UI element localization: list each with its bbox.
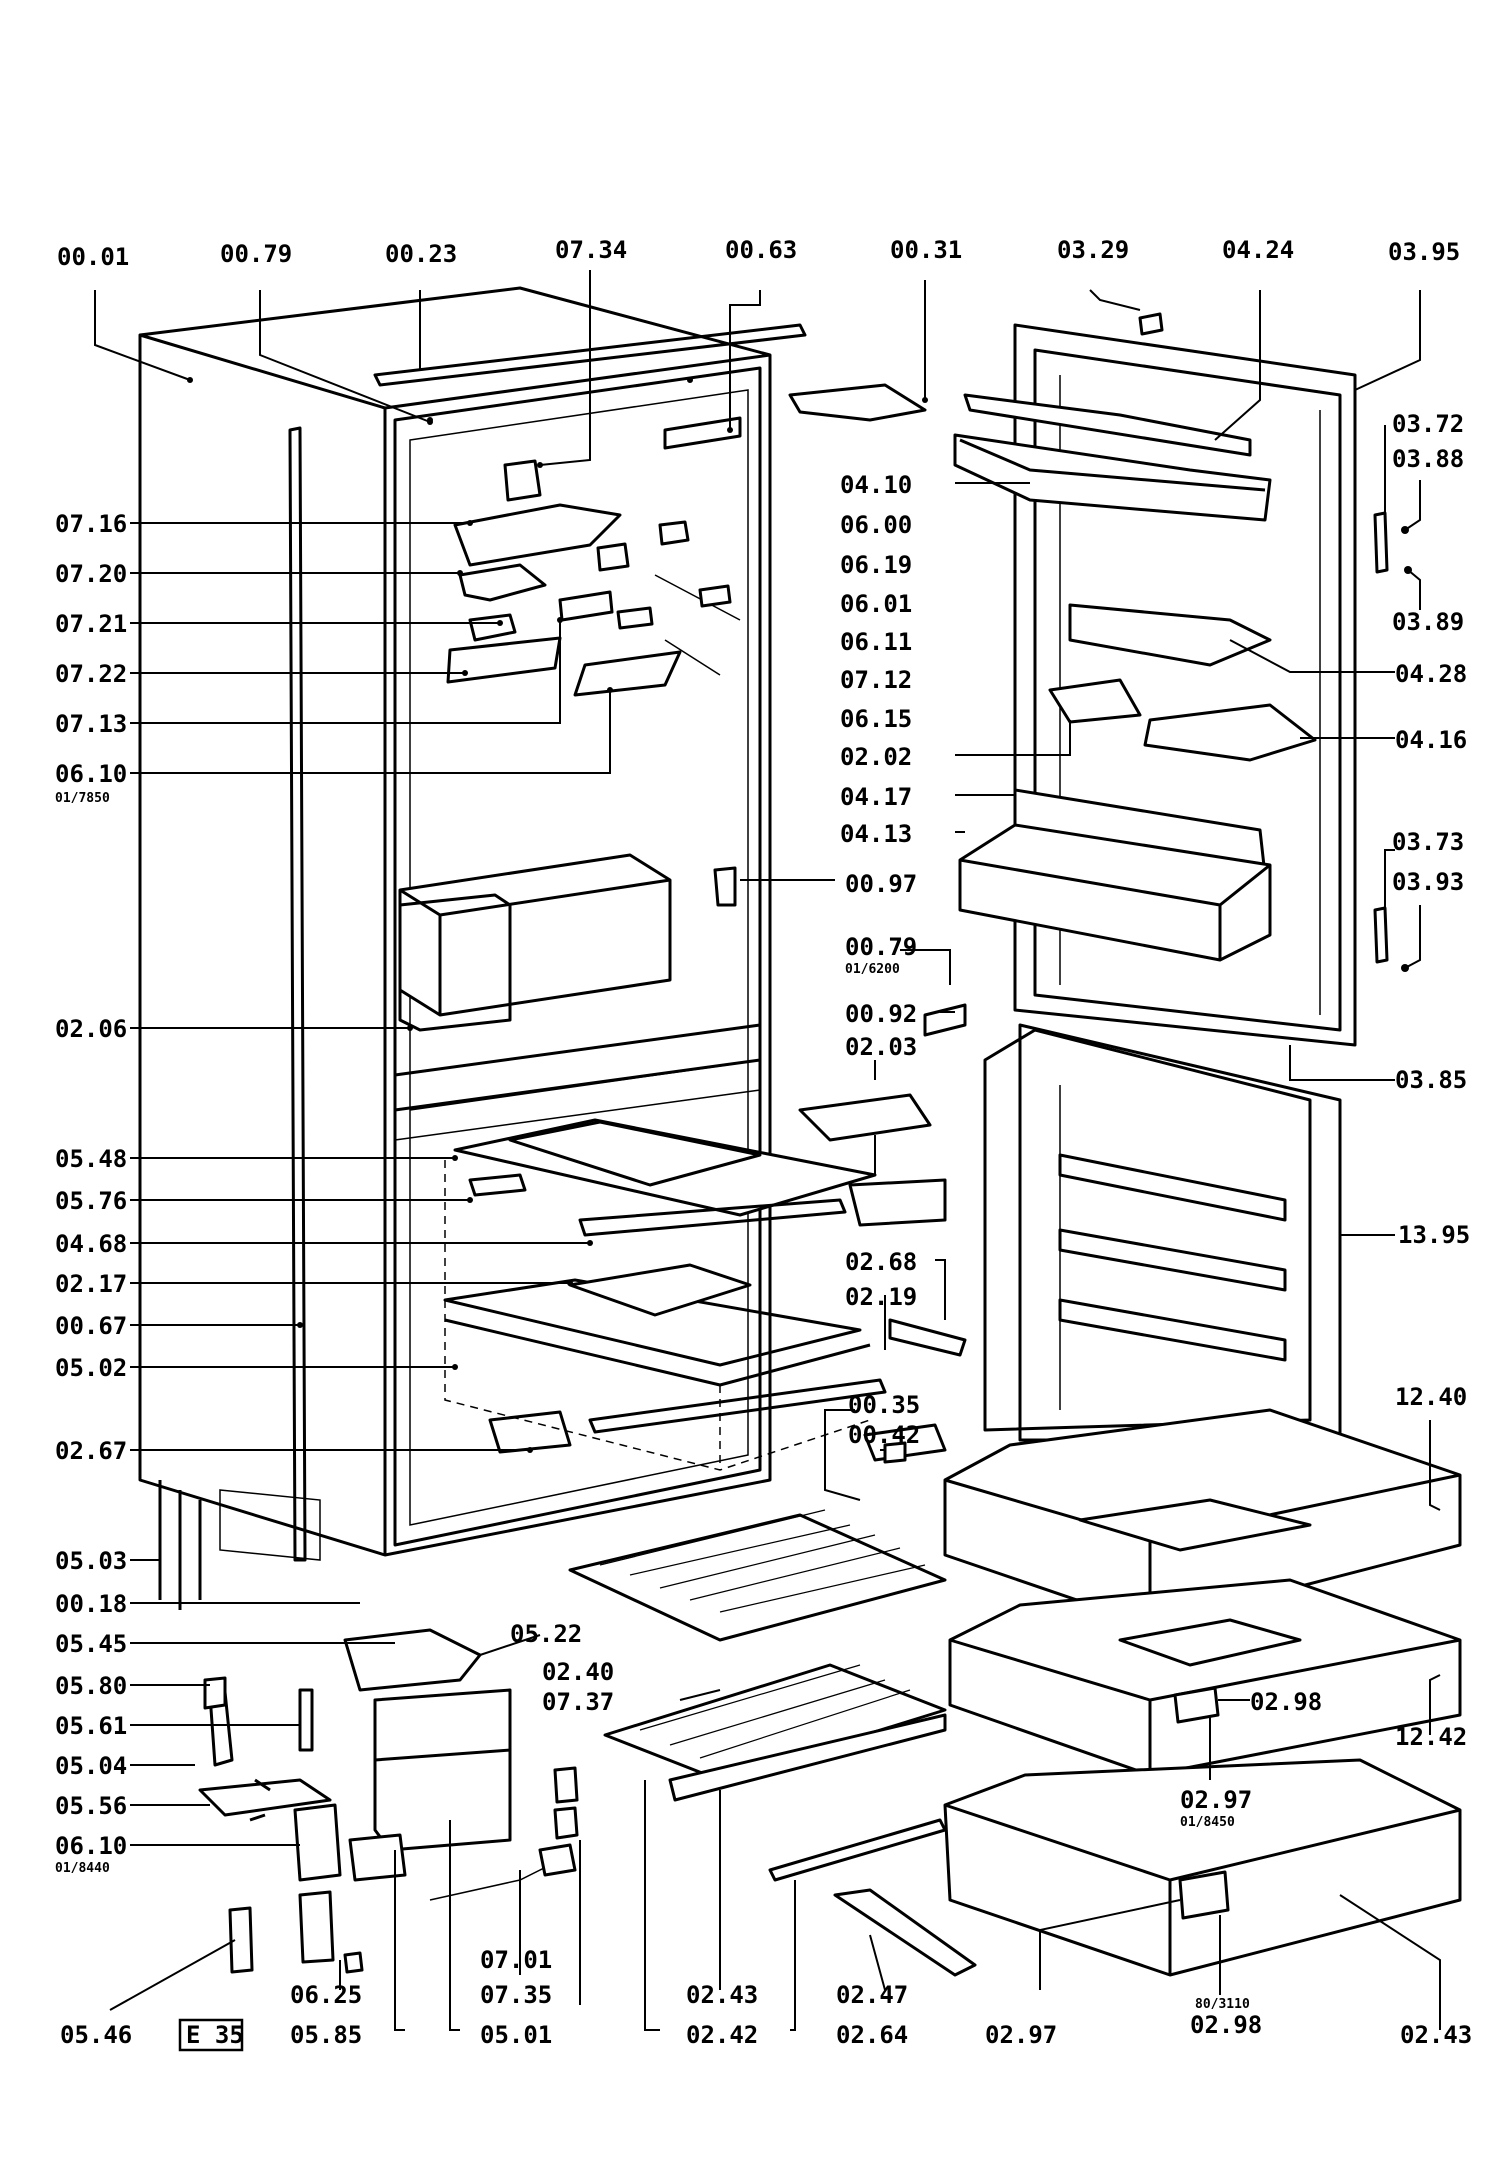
label-05-03: 05.03 — [55, 1547, 127, 1575]
freezer-drawers — [943, 1408, 1462, 1977]
fridge-drawers — [398, 853, 672, 1032]
label-04-16: 04.16 — [1395, 726, 1467, 754]
label-80-3110: 80/3110 — [1195, 1997, 1250, 2012]
label-05-02: 05.02 — [55, 1354, 127, 1382]
label-05-01: 05.01 — [480, 2021, 552, 2049]
label-02-03: 02.03 — [845, 1033, 917, 1061]
label-00-97: 00.97 — [845, 870, 917, 898]
label-02-43: 02.43 — [686, 1981, 758, 2009]
label-05-22: 05.22 — [510, 1620, 582, 1648]
fridge-door — [788, 312, 1389, 1047]
freezer-door — [983, 1023, 1342, 1442]
label-07-22: 07.22 — [55, 660, 127, 688]
label-00-18: 00.18 — [55, 1590, 127, 1618]
label-05-80: 05.80 — [55, 1672, 127, 1700]
label-06-10-sub: 01/7850 — [55, 791, 110, 806]
label-07-37: 07.37 — [542, 1688, 614, 1716]
label-02-64: 02.64 — [836, 2021, 908, 2049]
label-00-79-b: 00.79 — [845, 933, 917, 961]
label-05-48: 05.48 — [55, 1145, 127, 1173]
label-06-00: 06.00 — [840, 511, 912, 539]
label-04-17: 04.17 — [840, 783, 912, 811]
label-02-97-b: 02.97 — [985, 2021, 1057, 2049]
label-05-61: 05.61 — [55, 1712, 127, 1740]
label-07-21: 07.21 — [55, 610, 127, 638]
label-07-20: 07.20 — [55, 560, 127, 588]
label-02-42: 02.42 — [686, 2021, 758, 2049]
label-02-68: 02.68 — [845, 1248, 917, 1276]
label-03-88: 03.88 — [1392, 445, 1464, 473]
label-03-73: 03.73 — [1392, 828, 1464, 856]
freezer-section — [443, 1003, 967, 1471]
part-labels: 00.01 00.79 00.23 07.34 00.63 00.31 03.2… — [55, 236, 1472, 2049]
label-04-68: 04.68 — [55, 1230, 127, 1258]
label-00-31: 00.31 — [890, 236, 962, 264]
refrigerator-cabinet — [138, 286, 807, 1562]
compressor-machinery — [158, 1423, 947, 1974]
label-00-79-b-sub: 01/6200 — [845, 962, 900, 977]
label-03-72: 03.72 — [1392, 410, 1464, 438]
label-06-10-b: 06.10 — [55, 1832, 127, 1860]
label-05-76: 05.76 — [55, 1187, 127, 1215]
label-02-43-b: 02.43 — [1400, 2021, 1472, 2049]
grills — [568, 1509, 977, 1977]
label-06-10: 06.10 — [55, 760, 127, 788]
drawing-code-badge: E 35 — [178, 2018, 244, 2052]
label-03-93: 03.93 — [1392, 868, 1464, 896]
label-03-95: 03.95 — [1388, 238, 1460, 266]
label-00-92: 00.92 — [845, 1000, 917, 1028]
label-02-67: 02.67 — [55, 1437, 127, 1465]
label-03-29: 03.29 — [1057, 236, 1129, 264]
label-02-47: 02.47 — [836, 1981, 908, 2009]
label-00-67: 00.67 — [55, 1312, 127, 1340]
label-07-01: 07.01 — [480, 1946, 552, 1974]
label-02-98: 02.98 — [1250, 1688, 1322, 1716]
label-06-01: 06.01 — [840, 590, 912, 618]
label-02-97: 02.97 — [1180, 1786, 1252, 1814]
label-07-34: 07.34 — [555, 236, 627, 264]
leader-lines — [94, 270, 1441, 2031]
label-05-85: 05.85 — [290, 2021, 362, 2049]
label-02-97-sub: 01/8450 — [1180, 1815, 1235, 1830]
label-06-19: 06.19 — [840, 551, 912, 579]
label-05-56: 05.56 — [55, 1792, 127, 1820]
label-06-25: 06.25 — [290, 1981, 362, 2009]
label-02-40: 02.40 — [542, 1658, 614, 1686]
label-00-63: 00.63 — [725, 236, 797, 264]
label-03-85: 03.85 — [1395, 1066, 1467, 1094]
label-12-40: 12.40 — [1395, 1383, 1467, 1411]
label-07-13: 07.13 — [55, 710, 127, 738]
control-parts — [446, 503, 741, 907]
label-00-79: 00.79 — [220, 240, 292, 268]
label-06-11: 06.11 — [840, 628, 912, 656]
label-07-35: 07.35 — [480, 1981, 552, 2009]
label-02-19: 02.19 — [845, 1283, 917, 1311]
label-02-17: 02.17 — [55, 1270, 127, 1298]
label-04-24: 04.24 — [1222, 236, 1294, 264]
label-00-35: 00.35 — [848, 1391, 920, 1419]
drawing-code: E 35 — [186, 2021, 244, 2049]
label-12-42: 12.42 — [1395, 1723, 1467, 1751]
label-06-15: 06.15 — [840, 705, 912, 733]
label-05-45: 05.45 — [55, 1630, 127, 1658]
label-00-42: 00.42 — [848, 1421, 920, 1449]
label-05-04: 05.04 — [55, 1752, 127, 1780]
label-00-01: 00.01 — [57, 243, 129, 271]
label-04-28: 04.28 — [1395, 660, 1467, 688]
label-02-02: 02.02 — [840, 743, 912, 771]
label-02-98-b: 02.98 — [1190, 2011, 1262, 2039]
label-00-23: 00.23 — [385, 240, 457, 268]
label-05-46: 05.46 — [60, 2021, 132, 2049]
label-04-13: 04.13 — [840, 820, 912, 848]
label-13-95: 13.95 — [1398, 1221, 1470, 1249]
label-06-10-b-sub: 01/8440 — [55, 1861, 110, 1876]
label-07-12: 07.12 — [840, 666, 912, 694]
label-07-16: 07.16 — [55, 510, 127, 538]
label-03-89: 03.89 — [1392, 608, 1464, 636]
label-04-10: 04.10 — [840, 471, 912, 499]
label-02-06: 02.06 — [55, 1015, 127, 1043]
